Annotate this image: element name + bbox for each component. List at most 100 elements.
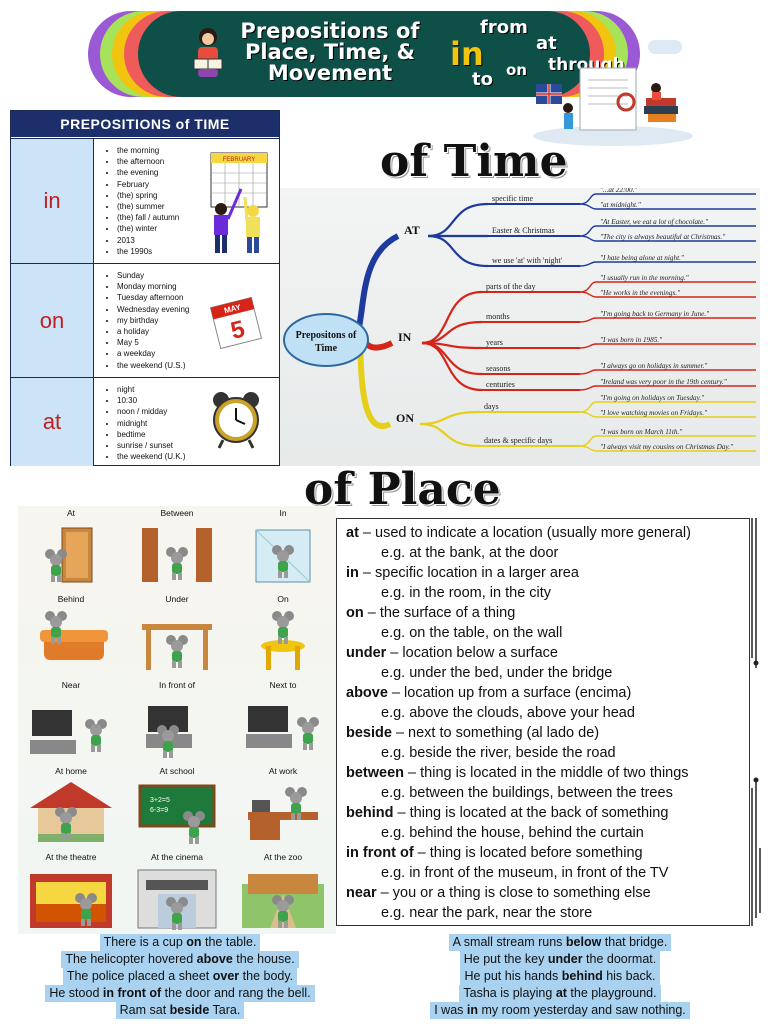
mindmap-sub-line	[419, 410, 481, 426]
definition-term: under	[346, 645, 387, 661]
example-preposition: on	[186, 935, 202, 949]
mindmap-example-text: "...at 22:00."	[600, 188, 638, 194]
time-table-item: (the) fall / autumn	[117, 212, 179, 223]
definition-example: e.g. in front of the museum, in front of…	[381, 865, 669, 881]
time-table-list: the morning the afternoon the evening Fe…	[103, 145, 179, 257]
mindmap-example-text: "The city is always beautiful at Christm…	[600, 233, 726, 241]
example-sentence-text: the door and rang the bell.	[161, 986, 311, 1000]
mindmap-example-text: "at midnight."	[600, 201, 642, 209]
mouse-scene-icon	[30, 782, 112, 842]
decorative-border-rail	[751, 518, 761, 926]
mouse-scene-icon	[137, 869, 217, 930]
mindmap-example-link	[579, 225, 597, 237]
mindmap-example-text: "Ireland was very poor in the 19th centu…	[600, 378, 728, 386]
example-sentences-right: A small stream runs below that bridge.He…	[410, 934, 710, 1019]
mindmap-branch-label: IN	[398, 330, 412, 344]
place-grid-label: At the cinema	[151, 852, 203, 862]
mouse-scene-icon	[45, 527, 93, 583]
mindmap-example-text: "I was born on March 11th."	[600, 428, 683, 436]
study-illustration-icon	[533, 67, 693, 146]
example-sentence-text: The police placed a sheet	[66, 969, 213, 983]
time-table-item: the weekend (U.K.)	[117, 451, 185, 462]
example-sentence-text: the table.	[201, 935, 257, 949]
definition-line: near – you or a thing is close to someth…	[346, 883, 651, 903]
place-grid-cell: Behind	[18, 592, 124, 678]
mindmap-example-link	[579, 369, 597, 375]
mindmap-sub-label: centuries	[486, 380, 515, 389]
place-grid-cell: At work	[230, 764, 336, 850]
example-preposition: at	[555, 986, 567, 1000]
mindmap-example-text: "I usually run in the morning."	[600, 274, 690, 282]
example-preposition: above	[196, 952, 233, 966]
definition-term: between	[346, 765, 405, 781]
place-definitions-box: at – used to indicate a location (usuall…	[336, 518, 750, 926]
definition-term: above	[346, 685, 388, 701]
example-preposition: behind	[561, 969, 603, 983]
time-table-item: (the) winter	[117, 223, 179, 234]
place-grid-cell: In front of	[124, 678, 230, 764]
mindmap-branch-line	[353, 233, 400, 341]
example-sentence-text: The helicopter hovered	[65, 952, 197, 966]
reading-girl-icon	[193, 28, 223, 77]
example-sentence-text: Ram sat	[119, 1003, 170, 1017]
definition-example: e.g. behind the house, behind the curtai…	[381, 825, 644, 841]
definition-line: under – location below a surface	[346, 643, 558, 663]
time-table-key: in	[11, 139, 94, 263]
definition-meaning: – next to something (al lado de)	[391, 725, 600, 741]
banner-panel: Prepositions of Place, Time, & Movement …	[138, 11, 625, 97]
place-grid-cell: At the theatre	[18, 850, 124, 936]
mindmap-example-link	[579, 203, 597, 210]
place-grid-label: Under	[165, 594, 189, 604]
mindmap-example-link	[579, 385, 597, 391]
example-sentence-line: There is a cup on the table.	[30, 934, 330, 951]
time-table-list: night 10:30 noon / midday midnight bedti…	[103, 384, 185, 462]
mindmap-example-text: "I was born in 1985."	[600, 336, 663, 344]
mindmap-center-node	[283, 313, 369, 367]
mindmap-example-link	[579, 317, 597, 323]
example-sentence-text: He put the key	[463, 952, 548, 966]
title-banner: Prepositions of Place, Time, & Movement …	[88, 8, 640, 100]
time-table-header: PREPOSITIONS of TIME	[11, 111, 279, 137]
example-sentence: Ram sat beside Tara.	[115, 1002, 245, 1019]
mouse-scene-icon: 3+2=56-3=9	[138, 784, 216, 844]
mindmap-example-text: "I always go on holidays in summer."	[600, 362, 708, 370]
mindmap-center-label: Time	[315, 343, 338, 354]
time-table-item: Wednesday evening	[117, 304, 189, 315]
mindmap-sub-line	[427, 234, 489, 268]
definition-meaning: – the surface of a thing	[363, 605, 516, 621]
time-table-item: Sunday	[117, 270, 189, 281]
place-grid-cell: At the zoo	[230, 850, 336, 936]
example-sentence-text: Tasha is playing	[463, 986, 556, 1000]
example-sentence-text: There is a cup	[103, 935, 187, 949]
example-sentence-text: that bridge.	[601, 935, 668, 949]
place-grid-cell: At	[18, 506, 124, 592]
time-table-item: 10:30	[117, 395, 185, 406]
definition-example: e.g. near the park, near the store	[381, 905, 593, 921]
banner-title-line: Prepositions of	[240, 19, 420, 43]
mindmap-example-link	[579, 411, 597, 418]
example-sentence: The police placed a sheet over the body.	[62, 968, 298, 985]
place-grid-label: At the theatre	[45, 852, 97, 862]
example-sentence: He stood in front of the door and rang t…	[45, 985, 315, 1002]
mouse-scene-icon	[255, 529, 311, 583]
example-preposition: over	[212, 969, 240, 983]
mindmap-example-link	[579, 343, 597, 349]
mindmap-sub-label: months	[486, 312, 510, 321]
mindmap-example-link	[579, 291, 597, 298]
place-grid-cell: At the cinema	[124, 850, 230, 936]
cloud-icon	[648, 40, 682, 54]
example-sentence-line: The police placed a sheet over the body.	[30, 968, 330, 985]
banner-word-to: to	[472, 69, 493, 90]
definition-meaning: – you or a thing is close to something e…	[376, 885, 651, 901]
example-sentence-text: the body.	[239, 969, 294, 983]
mindmap-example-link	[579, 445, 597, 452]
place-grid-cell: Under	[124, 592, 230, 678]
place-grid-label: Behind	[57, 594, 85, 604]
mindmap-example-link	[579, 435, 597, 447]
mindmap-sub-line	[427, 202, 489, 238]
banner-word-at: at	[536, 33, 557, 54]
example-sentence-text: the doormat.	[582, 952, 657, 966]
mouse-scene-icon	[142, 624, 212, 670]
example-preposition: beside	[169, 1003, 210, 1017]
